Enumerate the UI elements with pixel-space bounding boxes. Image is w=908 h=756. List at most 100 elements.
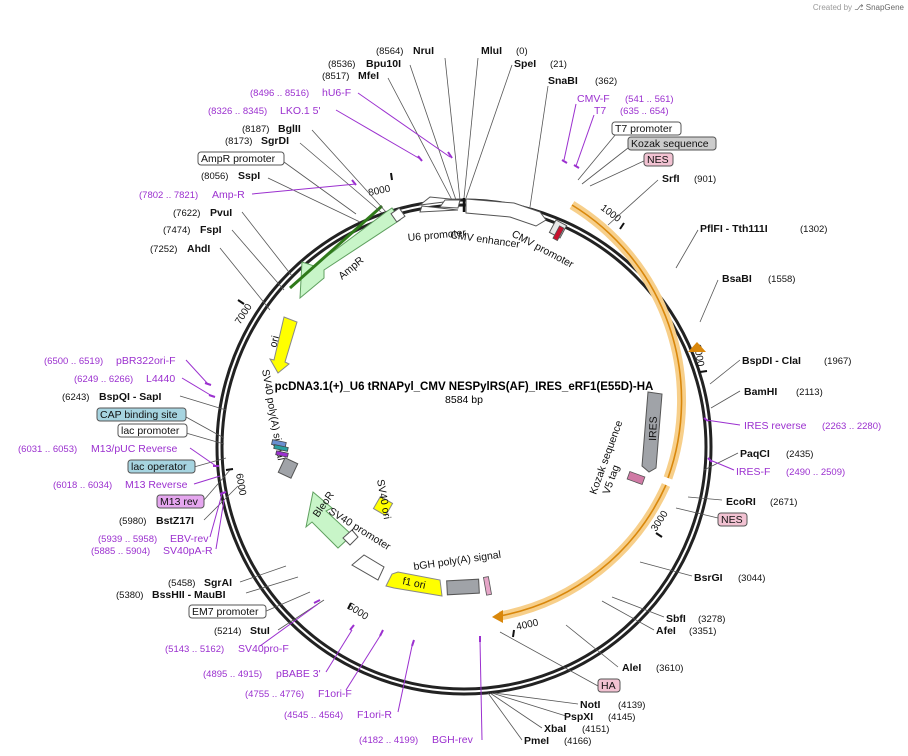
primer-name-f1orir: F1ori-R: [357, 709, 392, 721]
snapgene-credit: Created by ⎇ SnapGene: [813, 3, 904, 12]
leader-pspxi: [491, 692, 567, 717]
primer-name-iresrev: IRES reverse: [744, 420, 807, 432]
primer-mark-hu6f: [447, 151, 453, 159]
primer-leader-iresrev: [705, 419, 741, 426]
site-name-alei: AleI: [622, 662, 641, 674]
leader-bpu10i: [409, 64, 457, 201]
primer-pos-cmvf: (541 .. 561): [625, 94, 674, 105]
orf-arrowhead-lower: [492, 610, 503, 623]
primer-name-ampr: Amp-R: [212, 189, 245, 201]
box-t7-promoter: [611, 121, 682, 136]
site-name-srfi: SrfI: [662, 173, 680, 185]
em7-promoter-arrow: [351, 554, 385, 581]
primer-mark-pbr322: [204, 382, 212, 386]
site-pos-fspi: (7474): [163, 225, 190, 236]
leader-mfei: [387, 77, 453, 201]
leader-pvui: [241, 211, 293, 277]
tick-label-6000: 6000: [233, 473, 248, 497]
primer-leader-f1orir: [397, 645, 413, 713]
site-pos-pspxi: (4145): [608, 712, 635, 723]
site-pos-spei: (21): [550, 59, 567, 70]
u6-promoter-block: [439, 199, 461, 209]
primer-pos-pbr322: (6500 .. 6519): [44, 356, 103, 367]
primer-leader-sv40pa: [215, 499, 225, 550]
site-name-bsshii: BssHII - MauBI: [152, 589, 226, 601]
primer-leader-pbabe: [325, 629, 353, 673]
orf-arrowhead-upper: [688, 342, 706, 352]
site-pos-bpu10i: (8536): [328, 59, 355, 70]
tick-label-4000: 4000: [515, 617, 539, 632]
tick-label-5000: 5000: [345, 601, 370, 623]
site-pos-bsshii: (5380): [116, 590, 143, 601]
box-lac-promoter-text: lac promoter: [121, 425, 180, 437]
site-pos-sgrdi: (8173): [225, 136, 252, 147]
kozak-inner-block: [626, 470, 646, 486]
box-lac-promoter: [117, 423, 188, 438]
primer-leader-sv40pro: [259, 603, 319, 647]
primer-name-lko: LKO.1 5': [280, 105, 321, 117]
primer-leader-hu6f: [357, 92, 451, 158]
site-name-pvui: PvuI: [210, 207, 232, 219]
primer-name-ebv: EBV-rev: [170, 533, 209, 545]
tick-5000: [347, 602, 352, 610]
site-pos-snabi: (362): [595, 76, 617, 87]
site-name-sgrai: SgrAI: [204, 577, 232, 589]
primer-pos-t7: (635 .. 654): [620, 106, 669, 117]
site-pos-bsrgi: (3044): [738, 573, 765, 584]
ha-tag-block: [483, 576, 492, 596]
tick-4000: [512, 629, 515, 638]
leader-srfi: [607, 179, 659, 226]
sv40-ori-block: [372, 495, 394, 517]
ampr-promoter-block: [390, 207, 406, 223]
primer-pos-sv40pro: (5143 .. 5162): [165, 644, 224, 655]
f1-ori-arrow: [385, 571, 443, 597]
plasmid-name: pcDNA3.1(+)_U6 tRNAPyl_CMV NESPylRS(AF)_…: [275, 381, 654, 393]
primer-pos-pbabe: (4895 .. 4915): [203, 669, 262, 680]
primer-mark-sv40pro: [313, 599, 321, 604]
leader-afei: [601, 600, 655, 631]
primer-mark-cmvf: [561, 159, 568, 164]
primer-name-cmvf: CMV-F: [577, 93, 610, 105]
primer-pos-bghrev: (4182 .. 4199): [359, 735, 418, 746]
site-labels: (8564) NruI MluI (0) (8536) Bpu10I SpeI …: [62, 45, 851, 747]
box-ampr-promoter-text: AmpR promoter: [201, 153, 276, 165]
primer-labels: (8496 .. 8516) hU6-F (8326 .. 8345) LKO.…: [18, 87, 881, 746]
site-pos-bspqi: (6243): [62, 392, 89, 403]
box-kozak-top: [627, 136, 717, 151]
primer-leader-lko: [335, 109, 423, 161]
primer-name-hu6f: hU6-F: [322, 87, 351, 99]
leader-pmei: [487, 692, 523, 741]
primer-pos-m13puc: (6031 .. 6053): [18, 444, 77, 455]
site-name-sspi: SspI: [238, 170, 260, 182]
primer-name-pbr322: pBR322ori-F: [116, 355, 176, 367]
leader-fspi: [231, 229, 285, 291]
site-pos-noti: (4139): [618, 700, 645, 711]
site-pos-pflfi: (1302): [800, 224, 827, 235]
site-name-sgrdi: SgrDI: [261, 135, 289, 147]
primer-leader-iresf: [709, 459, 735, 471]
site-pos-sspi: (8056): [201, 171, 228, 182]
leader-noti: [493, 692, 579, 705]
leader-nes-bottom-box: [675, 507, 719, 519]
orf-band-line: [571, 204, 683, 479]
leader-bglii: [311, 129, 387, 213]
box-ha: [597, 678, 621, 693]
tick-3000: [655, 532, 663, 538]
tick-7000: [237, 299, 245, 305]
box-nes-top: [643, 152, 674, 167]
cmv-enhancer-label: CMV enhancer: [450, 229, 522, 251]
site-name-afei: AfeI: [656, 625, 676, 637]
box-lac-operator: [127, 459, 196, 474]
leader-lac-op-box: [193, 457, 227, 468]
feature-boxes: T7 promoter Kozak sequence NES AmpR prom…: [96, 121, 748, 693]
primer-mark-f1r: [411, 639, 415, 647]
primer-leader-ebv: [209, 493, 223, 538]
primer-leader-ampr: [251, 183, 357, 195]
primer-name-iresf: IRES-F: [736, 466, 770, 478]
site-name-ahdi: AhdI: [187, 243, 210, 255]
box-cap-site: [96, 407, 187, 422]
primer-mark-iresrev: [703, 417, 709, 422]
leader-bspqi: [179, 395, 227, 411]
site-pos-ecori: (2671): [770, 497, 797, 508]
ori-label: ori: [267, 334, 282, 348]
